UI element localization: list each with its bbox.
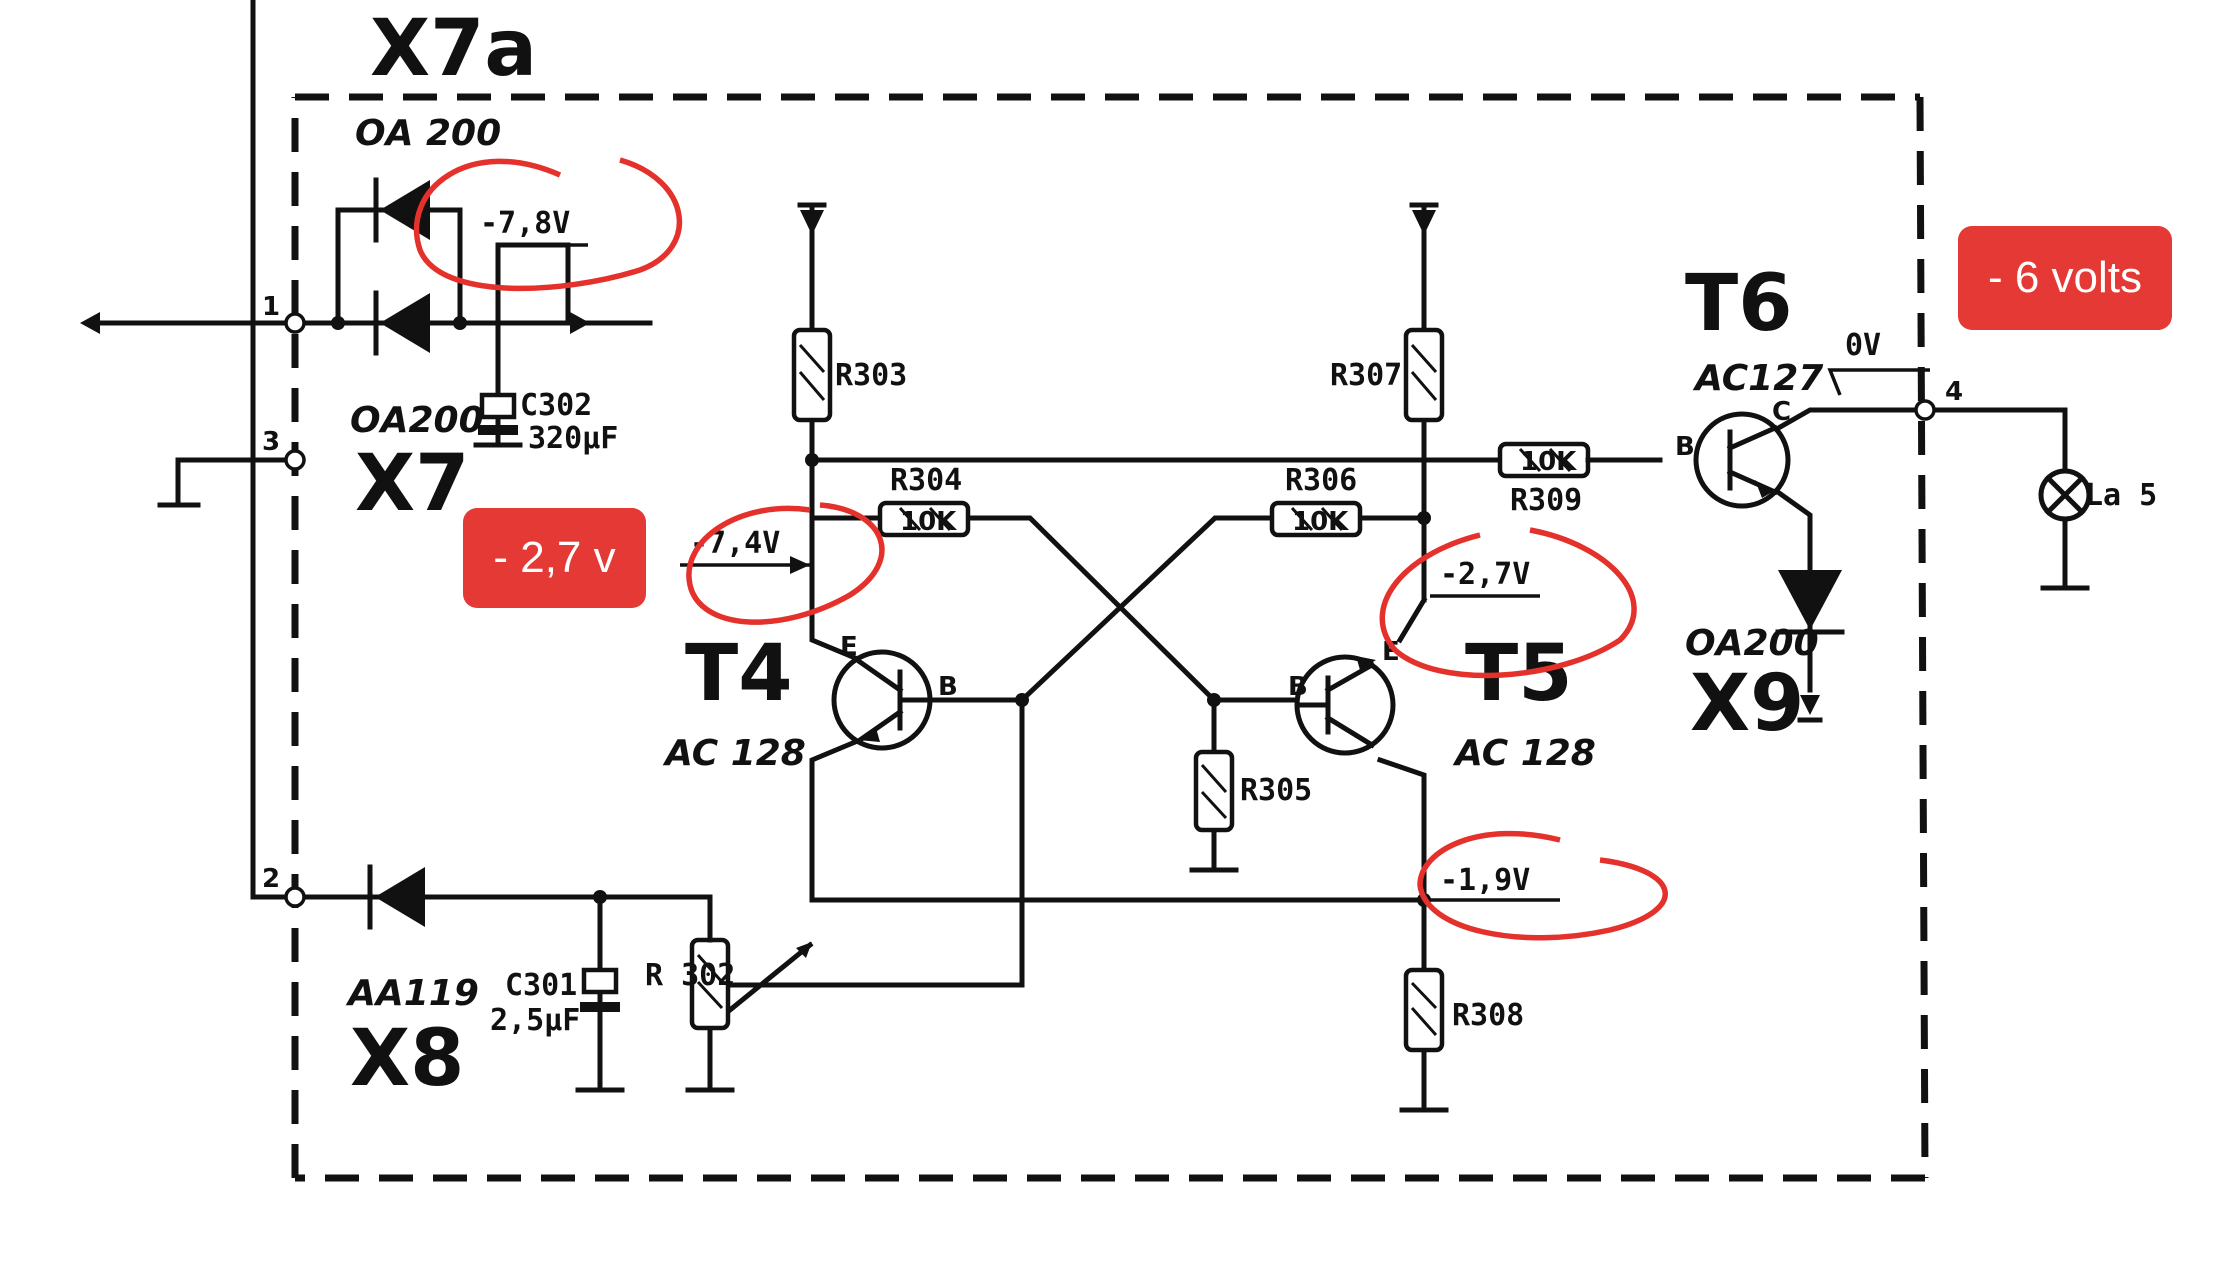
label-lamp: La 5	[2085, 478, 2157, 513]
t5-emitter-terminal: E	[1382, 637, 1400, 667]
resistor-r308	[1403, 967, 1445, 1053]
potentiometer-r302	[689, 894, 814, 1031]
label-c302-value: 320µF	[528, 421, 618, 456]
t6-collector-terminal: C	[1772, 397, 1791, 427]
red-circle-annotations	[413, 157, 1668, 941]
diode-x9	[1775, 570, 1845, 723]
voltage-c302: -7,8V	[480, 206, 570, 241]
t5-base-terminal: B	[1288, 672, 1308, 702]
diode-x7-bottom	[373, 290, 430, 356]
label-oa200-x9: OA200	[1685, 623, 1819, 664]
transistor-t5	[1294, 654, 1396, 756]
voltage-t5: -2,7V	[1440, 557, 1530, 592]
label-c301-value: 2,5µF	[490, 1003, 580, 1038]
label-r303: R303	[835, 358, 907, 393]
label-oa200-bottom: OA200	[350, 400, 484, 441]
resistor-r305	[1193, 749, 1235, 833]
resistor-r309	[1497, 441, 1663, 479]
label-ac128-t5: AC 128	[1452, 733, 1596, 774]
t4-base-terminal: B	[938, 672, 958, 702]
label-r306-value: 10K	[1292, 507, 1349, 537]
label-c302: C302	[520, 388, 592, 423]
wiring	[80, 0, 2090, 1113]
resistor-r303	[791, 327, 833, 423]
pin-2: 2	[262, 864, 280, 894]
label-r304: R304	[890, 463, 962, 498]
label-x8: X8	[350, 1014, 464, 1104]
label-ac127: AC127	[1692, 358, 1823, 399]
diode-x8	[367, 864, 425, 930]
resistor-r306	[1269, 500, 1363, 538]
resistor-r307	[1403, 327, 1445, 423]
capacitor-c302	[478, 392, 518, 435]
voltage-t6: 0V	[1845, 328, 1881, 363]
pin-4: 4	[1945, 377, 1963, 407]
badge-right: - 6 volts	[1958, 226, 2172, 330]
label-r304-value: 10K	[900, 507, 957, 537]
module-label: X7a	[370, 4, 537, 94]
transistor-t4	[831, 649, 933, 751]
junctions	[284, 312, 1936, 908]
capacitor-c301	[580, 967, 620, 1012]
label-t4: T4	[685, 629, 792, 719]
label-r308: R308	[1452, 998, 1524, 1033]
transistor-t6	[1693, 411, 1791, 509]
t4-emitter-terminal: E	[840, 632, 858, 662]
label-c301: C301	[505, 968, 577, 1003]
label-x7: X7	[355, 439, 469, 529]
pin-3: 3	[262, 427, 280, 457]
label-r309-value: 10K	[1520, 447, 1577, 477]
labels: X7a X7 X8 X9 T4 T5 T6 OA 200 OA200 AA119…	[262, 4, 2157, 1104]
label-r307: R307	[1330, 358, 1402, 393]
label-r306: R306	[1285, 463, 1357, 498]
label-ac128-t4: AC 128	[662, 733, 806, 774]
badge-left: - 2,7 v	[463, 508, 646, 608]
label-r305: R305	[1240, 773, 1312, 808]
label-aa119: AA119	[345, 973, 479, 1014]
label-x9: X9	[1690, 659, 1804, 749]
pin-1: 1	[262, 292, 280, 322]
module-border	[291, 93, 1929, 1182]
resistor-r304	[877, 500, 971, 538]
voltage-emitter: -1,9V	[1440, 863, 1530, 898]
label-t6: T6	[1685, 259, 1792, 349]
label-oa200-top: OA 200	[355, 113, 501, 154]
t6-base-terminal: B	[1675, 432, 1695, 462]
voltage-t4: -7,4V	[690, 526, 780, 561]
label-r302: R 302	[645, 958, 735, 993]
lamp-la5	[2038, 468, 2092, 522]
label-r309: R309	[1510, 483, 1582, 518]
